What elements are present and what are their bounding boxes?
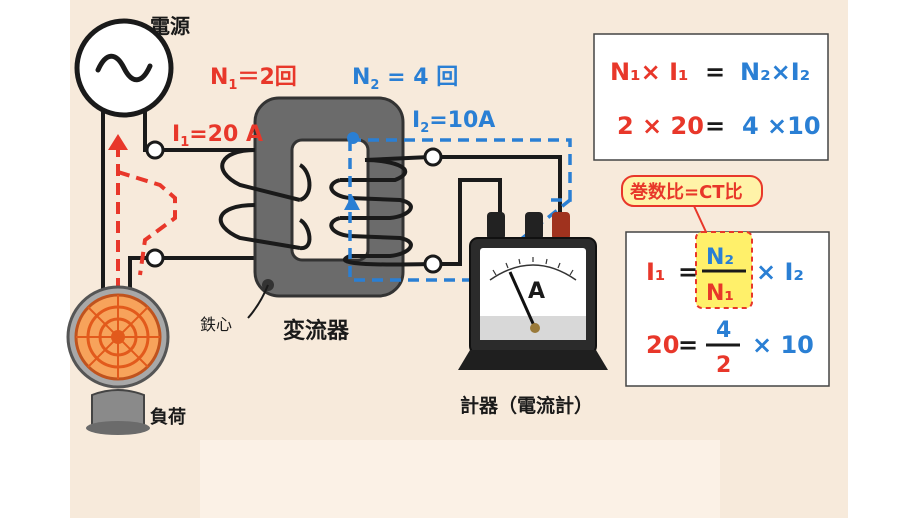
ac-wave-icon: [95, 53, 153, 83]
formula2-num-times: × 10: [752, 331, 814, 359]
formula2-num-lhs: 20: [646, 331, 679, 359]
formula1-left: N₁× I₁: [610, 58, 689, 86]
meter-face-label: A: [528, 279, 545, 304]
ammeter: [458, 212, 608, 370]
formula1-eq: =: [705, 58, 725, 86]
primary-coil: [218, 148, 312, 250]
formula2-eq: =: [678, 258, 698, 286]
meter-base: [458, 350, 608, 370]
primary-wiring: [101, 108, 257, 302]
formula2-times: × I₂: [756, 258, 804, 286]
n1-label: N1＝2回: [210, 65, 297, 93]
load-label: 負荷: [150, 406, 186, 428]
meter-terminal-3: [552, 212, 570, 240]
heater-stand: [91, 389, 145, 429]
bottom-strip: [200, 440, 720, 518]
core-pointer-line: [247, 284, 269, 319]
terminal-primary-top: [145, 140, 165, 160]
transformer-label: 変流器: [283, 318, 350, 344]
primary-current-path: [116, 150, 177, 290]
formula2-num-frac-num: 4: [716, 318, 731, 343]
terminal-secondary-bottom: [423, 254, 443, 274]
meter-terminal-1: [487, 212, 505, 240]
primary-current-arrow-icon: [108, 134, 128, 150]
meter-pivot: [530, 323, 540, 333]
terminal-secondary-top: [423, 147, 443, 167]
terminals: [145, 140, 443, 274]
formula2-frac-num: N₂: [706, 245, 734, 270]
i1-label: I1=20 A: [172, 122, 263, 150]
secondary-wiring: [438, 155, 562, 266]
core-label: 鉄心: [200, 315, 232, 334]
formula-box-1: [593, 33, 829, 161]
meter-terminal-2: [525, 212, 543, 240]
formula2-frac-den: N₁: [706, 281, 734, 306]
power-source: [74, 18, 174, 118]
load-heater: [66, 285, 170, 435]
polarity-dot-icon: [347, 132, 359, 144]
ct-ratio-label: 巻数比=CT比: [629, 181, 743, 203]
ct-ratio-pointer: [693, 205, 707, 233]
formula1-num-eq: =: [705, 112, 725, 140]
terminal-primary-bottom: [145, 248, 165, 268]
i2-label: I2=10A: [412, 108, 495, 136]
formula1-num-right: 4 ×10: [742, 112, 821, 140]
meter-label: 計器（電流計）: [460, 394, 593, 417]
formula2-num-frac-den: 2: [716, 353, 731, 378]
formula2-lhs: I₁: [646, 258, 665, 286]
secondary-current-arrow-icon: [344, 195, 360, 210]
meter-scale: [489, 264, 577, 281]
ct-ratio-callout: [621, 175, 763, 207]
power-source-label: 電源: [150, 14, 190, 38]
secondary-coil: [329, 155, 431, 267]
heater-base: [86, 421, 150, 435]
formula2-num-eq: =: [678, 331, 698, 359]
meter-needle: [508, 271, 537, 329]
formula-box-1-frame: [593, 33, 829, 161]
formula1-num-left: 2 × 20: [617, 112, 704, 140]
formula1-right: N₂×I₂: [740, 58, 810, 86]
n2-label: N2 = 4 回: [352, 65, 458, 93]
